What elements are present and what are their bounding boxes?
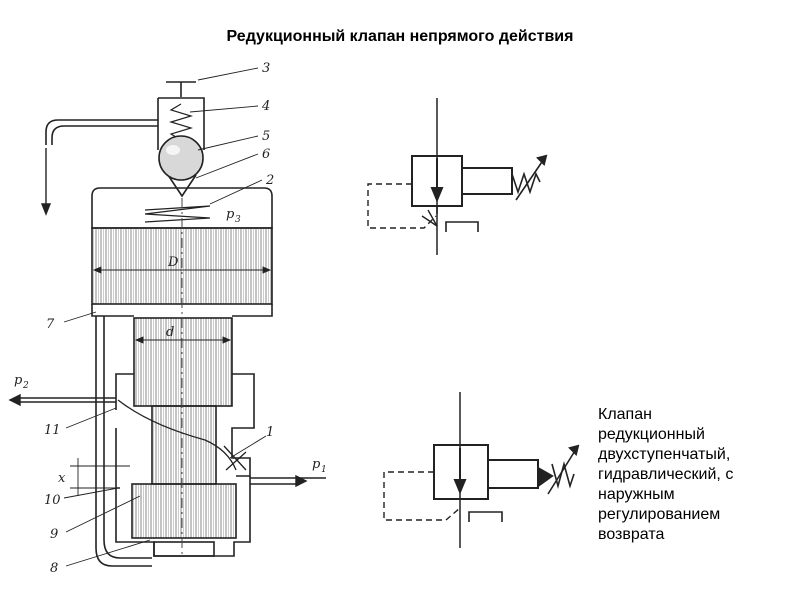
part-label-8: 8 <box>50 561 58 576</box>
caption-line: возврата <box>598 526 665 543</box>
pressure-label-p1: p <box>312 457 321 472</box>
pressure-sub-p2: 2 <box>22 381 29 391</box>
part-label-2: 2 <box>265 173 274 188</box>
dimension-label-D: D <box>167 255 179 270</box>
part-label-7: 7 <box>46 317 55 332</box>
pressure-label-p2: p <box>14 373 23 388</box>
pressure-label-p3: p <box>226 207 235 222</box>
part-label-9: 9 <box>50 527 58 542</box>
pressure-sub-p1: 1 <box>321 465 327 475</box>
part-label-11: 11 <box>44 423 61 438</box>
valve-description-caption: Клапан редукционный двухступенчатый, гид… <box>598 405 788 545</box>
dimension-label-x: x <box>58 471 66 486</box>
slide-title: Редукционный клапан непрямого действия <box>226 28 574 45</box>
caption-line: редукционный <box>598 426 705 443</box>
caption-line: Клапан <box>598 406 652 423</box>
pressure-sub-p3: 3 <box>235 215 241 225</box>
caption-line: регулированием <box>598 506 721 523</box>
ball-element <box>158 135 204 181</box>
part-label-1: 1 <box>266 425 274 440</box>
part-label-5: 5 <box>262 129 270 144</box>
caption-line: двухступенчатый, <box>598 446 731 463</box>
symbol-reducing-valve-bottom <box>383 392 580 548</box>
dimension-label-d: d <box>166 325 174 340</box>
symbol-reducing-valve-top <box>367 98 548 255</box>
part-label-10: 10 <box>44 493 61 508</box>
part-label-4: 4 <box>261 99 270 114</box>
caption-line: гидравлический, с <box>598 466 734 483</box>
part-label-3: 3 <box>262 61 270 76</box>
caption-line: наружным <box>598 486 675 503</box>
part-label-6: 6 <box>262 147 270 162</box>
